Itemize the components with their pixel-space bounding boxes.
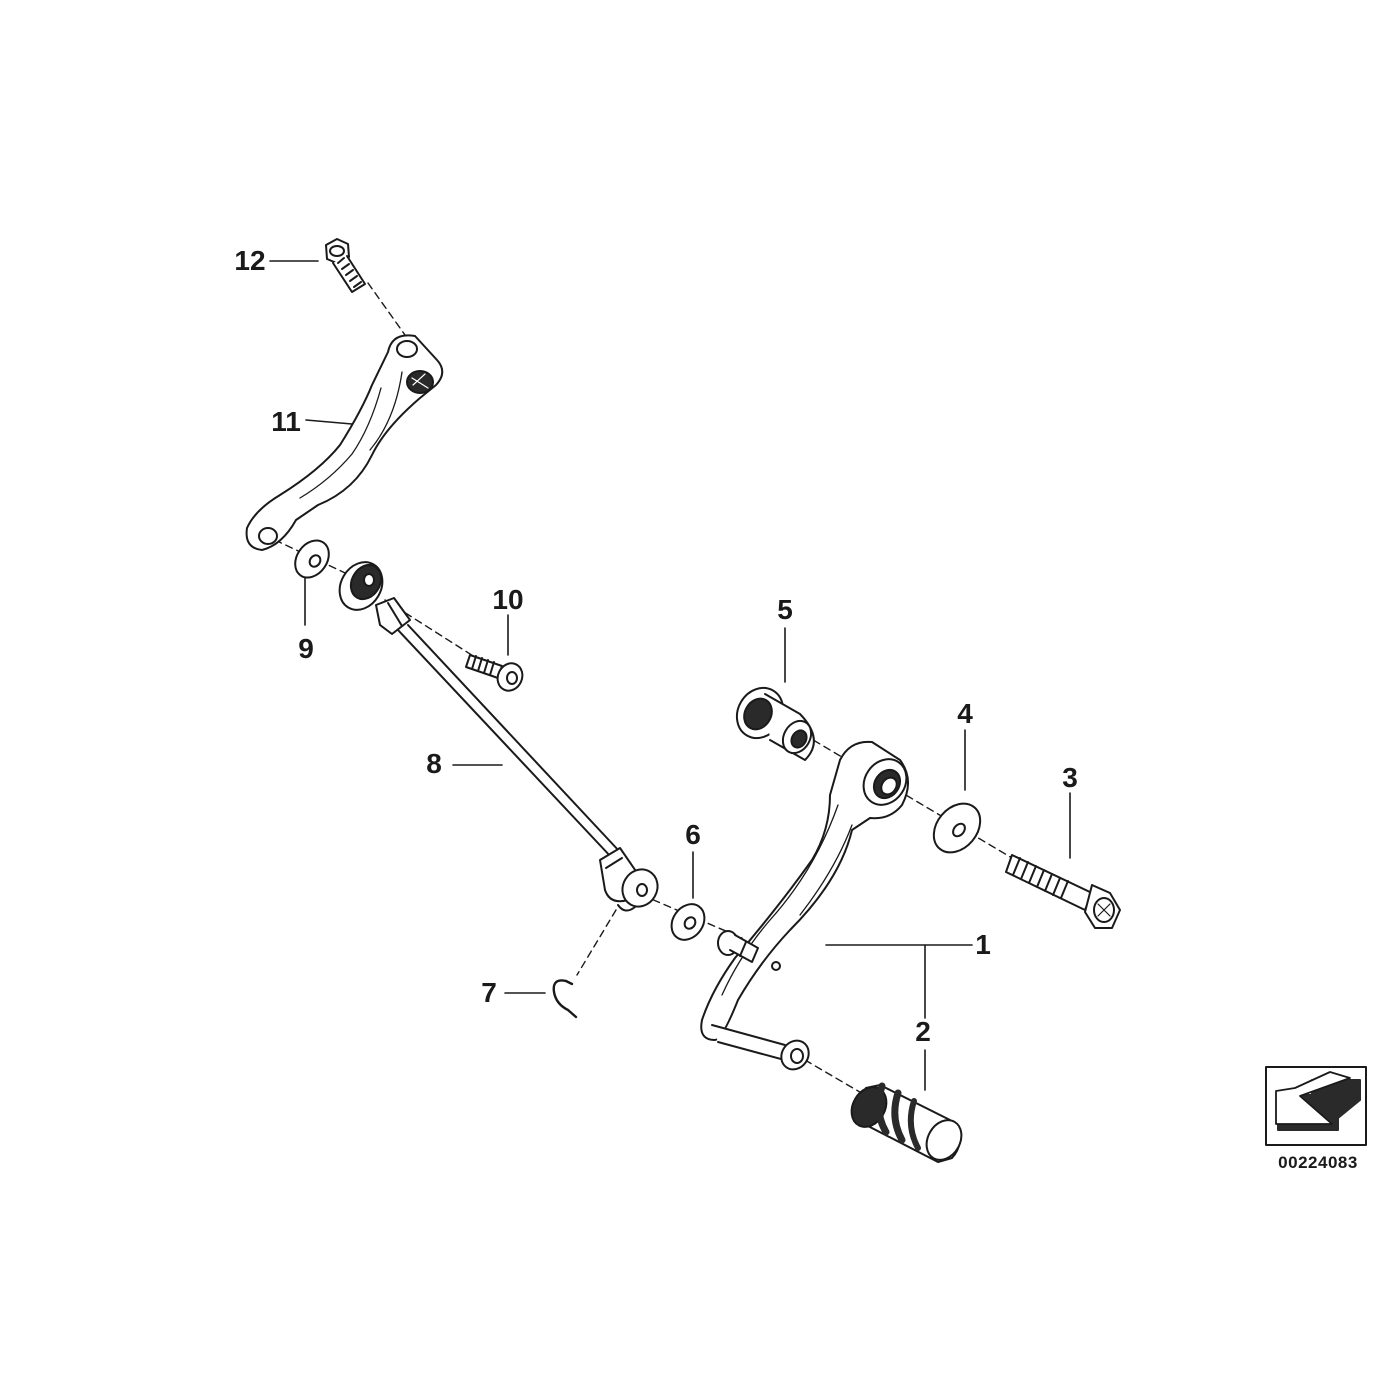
callout-9: 9 <box>298 633 314 664</box>
callout-8: 8 <box>426 748 442 779</box>
diagram-reference-number: 00224083 <box>1278 1153 1358 1172</box>
callout-1: 1 <box>975 929 991 960</box>
part-10-screw <box>466 655 527 695</box>
part-5-bushing <box>728 679 817 760</box>
part-3-bolt <box>1006 855 1120 928</box>
callout-7: 7 <box>481 977 497 1008</box>
part-2-foot-peg <box>845 1081 969 1166</box>
part-9-washer <box>288 534 336 584</box>
callout-5: 5 <box>777 594 793 625</box>
callout-4: 4 <box>957 698 973 729</box>
part-1-shift-lever <box>701 742 915 1075</box>
part-6-washer <box>665 898 711 946</box>
part-8-shift-rod <box>331 554 664 913</box>
callout-12: 12 <box>234 245 266 276</box>
view-direction-arrow-icon <box>1265 1066 1367 1146</box>
part-12-bolt <box>326 239 365 292</box>
part-4-washer <box>924 794 989 861</box>
callout-6: 6 <box>685 819 701 850</box>
leader-lines <box>269 260 1071 1091</box>
callout-10: 10 <box>492 584 524 615</box>
callout-3: 3 <box>1062 762 1078 793</box>
part-7-circlip <box>554 980 576 1017</box>
part-11-shift-lever <box>247 335 443 550</box>
callout-2: 2 <box>915 1016 931 1047</box>
callout-11: 11 <box>271 406 301 437</box>
